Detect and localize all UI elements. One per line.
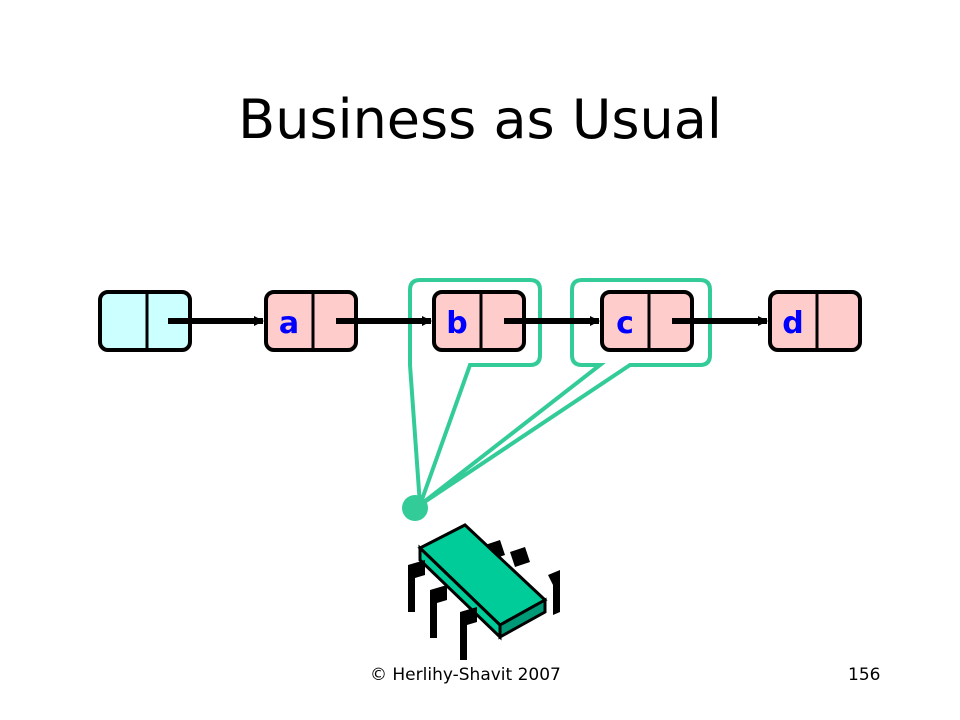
thread-pointer-dot (402, 495, 428, 521)
highlight-c-outline (418, 278, 712, 507)
node-b-label: b (446, 306, 467, 341)
copyright-footer: © Herlihy-Shavit 2007 (370, 665, 561, 685)
highlight-b-outline (408, 278, 542, 506)
thread-chip-icon (408, 523, 560, 660)
node-a-label: a (279, 306, 299, 341)
head-sentinel-node (98, 290, 192, 352)
slide-number: 156 (848, 665, 881, 685)
node-c-label: c (616, 306, 634, 341)
slide-title: Business as Usual (238, 88, 722, 151)
list-node-c: c (600, 290, 694, 352)
list-node-d: d (768, 290, 862, 352)
list-node-b: b (432, 290, 526, 352)
node-d-label: d (782, 306, 803, 341)
